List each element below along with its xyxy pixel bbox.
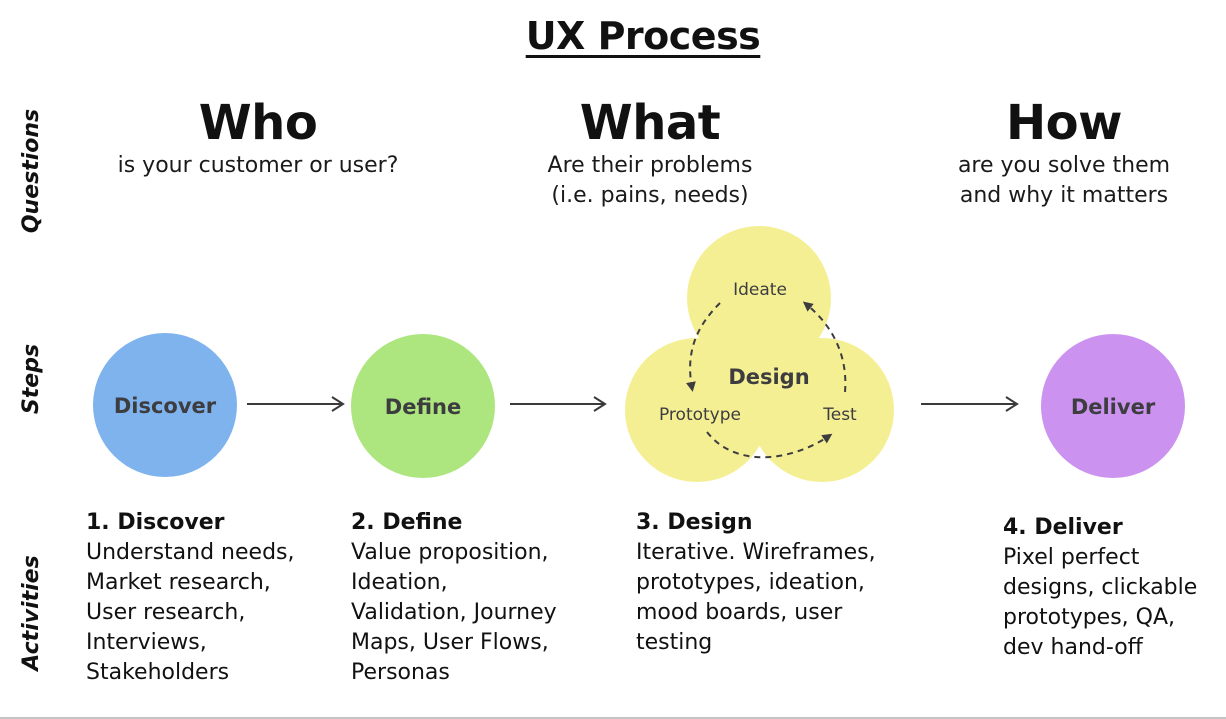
arrow-head xyxy=(1005,396,1019,412)
question-what: What Are their problems (i.e. pains, nee… xyxy=(480,95,820,211)
activity-deliver: 4. Deliver Pixel perfect designs, clicka… xyxy=(1003,513,1197,663)
activity-line: Validation, Journey xyxy=(351,600,557,625)
question-subtext: (i.e. pains, needs) xyxy=(551,183,749,208)
question-subtext: and why it matters xyxy=(959,183,1169,208)
design-center-fill xyxy=(699,318,819,438)
discover-circle xyxy=(93,333,237,477)
cycle-arrow-ideate-to-prototype xyxy=(685,302,721,392)
activity-title: 2. Define xyxy=(351,510,463,535)
activity-line: prototypes, ideation, xyxy=(636,570,865,595)
activity-line: mood boards, user xyxy=(636,600,843,625)
prototype-label: Prototype xyxy=(659,405,741,425)
question-subtext: are you solve them xyxy=(957,153,1171,178)
question-subtext: Are their problems xyxy=(547,153,753,178)
step-define: Define xyxy=(351,334,495,478)
activity-line: Personas xyxy=(351,660,450,685)
question-word: What xyxy=(579,95,721,151)
test-label: Test xyxy=(822,405,857,425)
step-design: Ideate Design Prototype Test xyxy=(625,226,894,482)
arrow-design-to-deliver xyxy=(921,396,1019,412)
activity-line: Ideation, xyxy=(351,570,448,595)
question-who: Who is your customer or user? xyxy=(88,95,428,181)
activity-line: Stakeholders xyxy=(86,660,230,685)
arrow-define-to-design xyxy=(510,396,607,412)
activity-line: Maps, User Flows, xyxy=(351,630,549,655)
activity-line: designs, clickable xyxy=(1003,575,1198,600)
activity-define: 2. Define Value proposition, Ideation, V… xyxy=(351,508,557,688)
design-label: Design xyxy=(728,365,809,389)
activity-design: 3. Design Iterative. Wireframes, prototy… xyxy=(636,508,876,658)
activity-line: Pixel perfect xyxy=(1003,545,1140,570)
question-word: How xyxy=(1006,95,1123,151)
deliver-label: Deliver xyxy=(1071,395,1156,419)
cycle-arrow-prototype-to-test xyxy=(706,431,833,459)
question-subtext: is your customer or user? xyxy=(117,153,399,178)
arrow-head xyxy=(593,396,607,412)
activity-line: Market research, xyxy=(86,570,271,595)
define-label: Define xyxy=(385,395,461,419)
ideate-label: Ideate xyxy=(733,280,787,300)
question-word: Who xyxy=(198,95,318,151)
activity-line: prototypes, QA, xyxy=(1003,605,1176,630)
activity-line: Value proposition, xyxy=(351,540,549,565)
define-circle xyxy=(351,334,495,478)
activity-line: Understand needs, xyxy=(86,540,295,565)
activity-line: Iterative. Wireframes, xyxy=(636,540,876,565)
step-discover: Discover xyxy=(93,333,237,477)
question-how: How are you solve them and why it matter… xyxy=(894,95,1226,211)
bottom-divider xyxy=(0,717,1226,719)
discover-label: Discover xyxy=(114,394,217,418)
activity-discover: 1. Discover Understand needs, Market res… xyxy=(86,508,295,688)
activity-line: testing xyxy=(636,630,713,655)
activity-title: 1. Discover xyxy=(86,510,225,535)
activity-title: 3. Design xyxy=(636,510,753,535)
arrow-head xyxy=(331,396,345,412)
deliver-circle xyxy=(1041,334,1185,478)
activity-line: User research, xyxy=(86,600,246,625)
activity-title: 4. Deliver xyxy=(1003,515,1123,540)
arrow-discover-to-define xyxy=(247,396,345,412)
page-title: UX Process xyxy=(525,14,761,58)
cycle-arrow-test-to-ideate xyxy=(802,301,847,393)
activity-line: dev hand-off xyxy=(1003,635,1143,660)
step-deliver: Deliver xyxy=(1041,334,1185,478)
activity-line: Interviews, xyxy=(86,630,207,655)
